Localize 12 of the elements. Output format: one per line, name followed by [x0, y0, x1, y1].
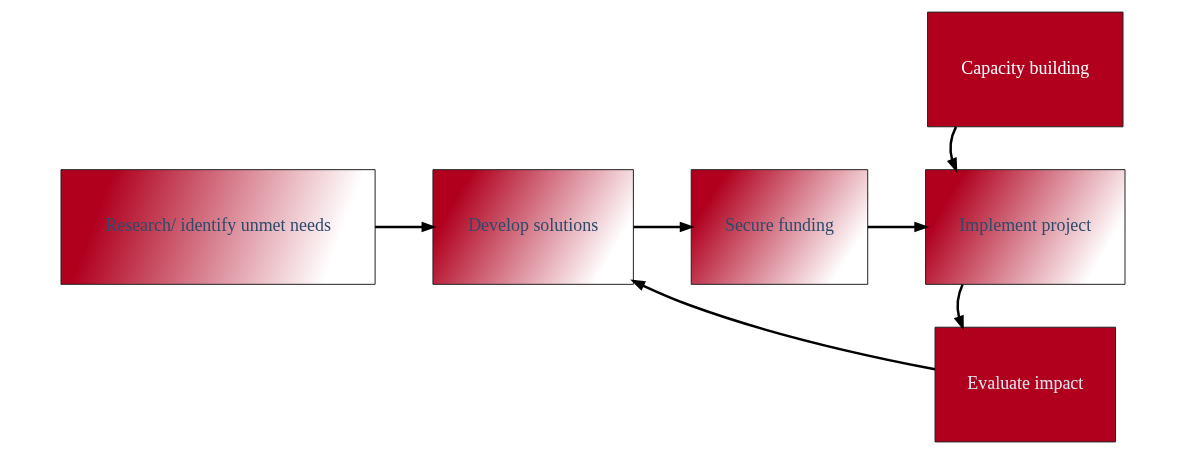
node-box: Develop solutions: [432, 169, 634, 285]
arrow: [633, 221, 695, 233]
node-box: Capacity building: [927, 11, 1124, 128]
arrow: [630, 279, 936, 371]
arrow: [375, 221, 437, 233]
node-box: Research/ identify unmet needs: [60, 169, 376, 285]
node-box: Secure funding: [690, 169, 869, 285]
node-box: Evaluate impact: [934, 326, 1117, 443]
arrow: [953, 283, 964, 331]
arrow: [946, 126, 958, 173]
node-box: Implement project: [925, 169, 1126, 285]
arrow: [867, 221, 930, 233]
